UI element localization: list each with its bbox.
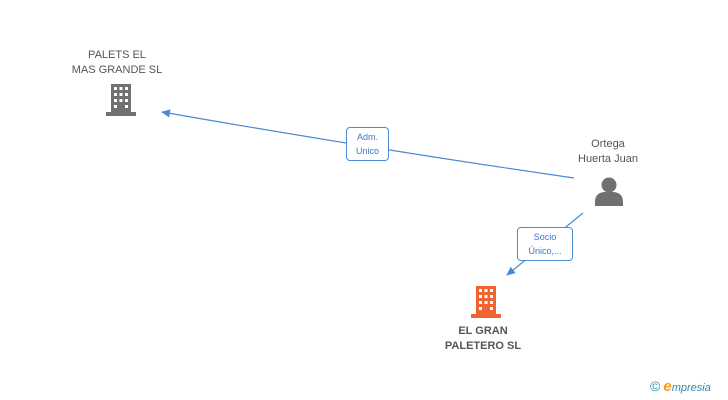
copyright-symbol: ©	[650, 378, 661, 394]
node-label-palets[interactable]: PALETS EL MAS GRANDE SL	[62, 48, 172, 78]
node-label-person[interactable]: Ortega Huerta Juan	[558, 137, 658, 167]
brand-name: mpresia	[671, 382, 711, 394]
edge-label-line: Unico	[355, 146, 379, 156]
node-label-line: Ortega	[591, 138, 625, 150]
node-label-line: EL GRAN	[458, 325, 508, 337]
node-label-line: MAS GRANDE SL	[71, 64, 163, 76]
person-icon[interactable]	[595, 177, 623, 207]
edge-label-adm[interactable]: Adm. Unico	[346, 127, 389, 161]
edge-label-line: Adm.	[356, 132, 378, 142]
empresia-watermark: © empresia	[650, 378, 728, 398]
edge-label-line: Único,...	[528, 246, 562, 256]
building-icon[interactable]	[106, 84, 136, 116]
building-icon[interactable]	[471, 286, 501, 318]
brand-initial: e	[663, 378, 672, 395]
node-label-line: PALETS EL	[88, 49, 146, 61]
node-label-line: PALETERO SL	[444, 340, 522, 352]
edge-label-socio[interactable]: Socio Único,...	[517, 227, 573, 261]
node-label-paletero[interactable]: EL GRAN PALETERO SL	[428, 324, 538, 354]
edge-label-line: Socio	[533, 232, 557, 242]
node-label-line: Huerta Juan	[578, 153, 638, 165]
